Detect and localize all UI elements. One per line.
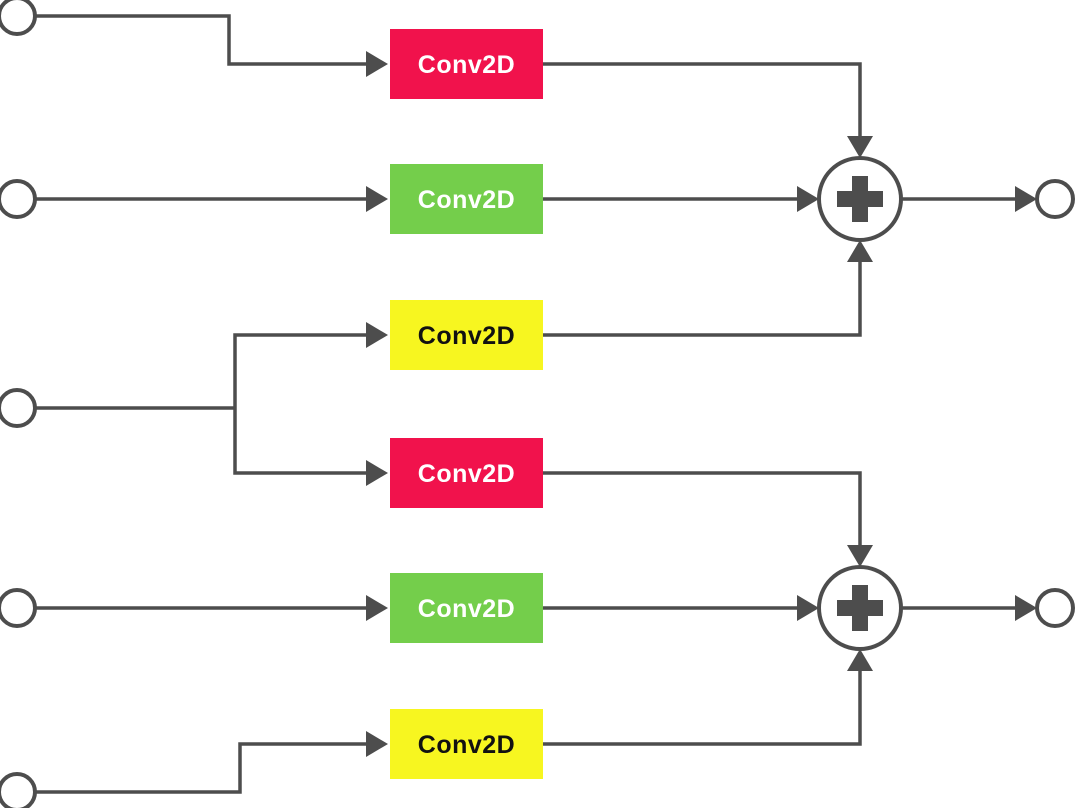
input-node-2 [0,179,37,219]
wire-yellow2-sum2-arrowhead-icon [847,649,873,671]
sum-node-1 [817,156,903,242]
conv2d-block-red-2-label: Conv2D [418,460,515,488]
wire-in2-green1-arrowhead-icon [366,186,388,212]
conv2d-block-green-1-label: Conv2D [418,186,515,214]
conv2d-block-yellow-2-label: Conv2D [418,731,515,759]
wire-in3-red2-arrowhead-icon [366,460,388,486]
wire-green2-sum2-arrowhead-icon [797,595,819,621]
wire-in5-yellow2 [35,742,366,794]
wire-in3-yellow1-arrowhead-icon [366,322,388,348]
wire-sum1-out1-arrowhead-icon [1015,186,1037,212]
sum-node-2 [817,565,903,651]
conv2d-block-green-1: Conv2D [390,164,543,234]
conv2d-block-green-2-box [390,573,543,643]
wire-in3-red2 [233,408,366,475]
wire-in5-yellow2-arrowhead-icon [366,731,388,757]
wire-red1-sum1 [543,62,862,136]
conv2d-block-red-1: Conv2D [390,29,543,99]
sum-node-2-plus-icon [852,585,868,631]
wire-green1-sum1-arrowhead-icon [797,186,819,212]
conv2d-block-red-1-box [390,29,543,99]
input-node-5 [0,772,37,808]
wire-red2-sum2 [543,471,862,545]
conv2d-block-red-1-label: Conv2D [418,51,515,79]
wire-in1-red1 [35,14,366,66]
input-node-4 [0,588,37,628]
wire-sum2-out2-arrowhead-icon [1015,595,1037,621]
sum-node-1-plus-icon [852,176,868,222]
wire-in1-red1-arrowhead-icon [366,51,388,77]
wire-in3-yellow1 [233,333,366,408]
output-node-2 [1035,588,1075,628]
conv2d-block-yellow-1-label: Conv2D [418,322,515,350]
conv2d-block-yellow-2-box [390,709,543,779]
wire-yellow1-sum1 [543,262,862,337]
wire-yellow1-sum1-arrowhead-icon [847,240,873,262]
conv2d-block-green-1-box [390,164,543,234]
wire-red1-sum1-arrowhead-icon [847,136,873,158]
conv2d-block-red-2: Conv2D [390,438,543,508]
conv2d-block-green-2-label: Conv2D [418,595,515,623]
wire-yellow2-sum2 [543,671,862,746]
conv2d-block-red-2-box [390,438,543,508]
conv2d-block-yellow-1-box [390,300,543,370]
output-node-1 [1035,179,1075,219]
conv2d-block-yellow-2: Conv2D [390,709,543,779]
conv2d-block-yellow-1: Conv2D [390,300,543,370]
conv2d-block-green-2: Conv2D [390,573,543,643]
input-node-3 [0,388,37,428]
wire-in4-green2-arrowhead-icon [366,595,388,621]
input-node-1 [0,0,37,36]
wire-red2-sum2-arrowhead-icon [847,545,873,567]
